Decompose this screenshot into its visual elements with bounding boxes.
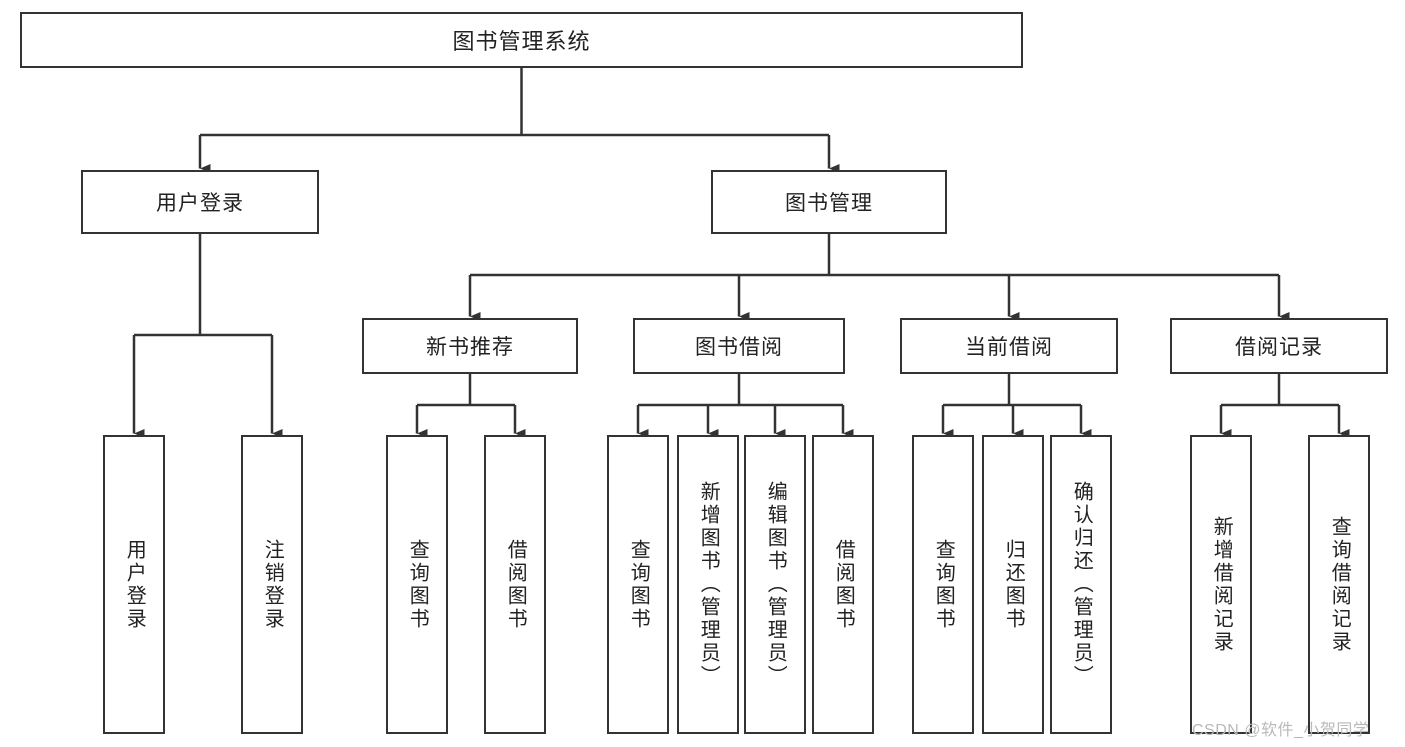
node-leaf-query-book-3[interactable]: 查询图书 xyxy=(912,435,974,734)
node-label: 查询图书 xyxy=(406,538,429,631)
node-label: 当前借阅 xyxy=(965,336,1053,359)
node-new-book-rec[interactable]: 新书推荐 xyxy=(362,318,578,374)
node-leaf-confirm-return[interactable]: 确认归还（管理员） xyxy=(1050,435,1112,734)
node-user-login[interactable]: 用户登录 xyxy=(81,170,319,234)
node-label: 图书管理系统 xyxy=(452,29,591,54)
node-leaf-query-record[interactable]: 查询借阅记录 xyxy=(1308,435,1370,734)
node-leaf-borrow-book-1[interactable]: 借阅图书 xyxy=(484,435,546,734)
node-label: 确认归还（管理员） xyxy=(1070,481,1093,688)
node-current-borrow[interactable]: 当前借阅 xyxy=(900,318,1118,374)
node-leaf-user-logout[interactable]: 注销登录 xyxy=(241,435,303,734)
node-label: 新增图书（管理员） xyxy=(697,481,720,688)
node-label: 查询借阅记录 xyxy=(1328,515,1351,654)
node-leaf-add-book[interactable]: 新增图书（管理员） xyxy=(677,435,739,734)
node-label: 编辑图书（管理员） xyxy=(764,481,787,688)
node-borrow-record[interactable]: 借阅记录 xyxy=(1170,318,1388,374)
node-label: 查询图书 xyxy=(932,538,955,631)
node-label: 图书借阅 xyxy=(695,336,783,359)
node-book-manage[interactable]: 图书管理 xyxy=(711,170,947,234)
node-leaf-query-book-1[interactable]: 查询图书 xyxy=(386,435,448,734)
node-label: 用户登录 xyxy=(123,538,146,631)
node-leaf-return-book[interactable]: 归还图书 xyxy=(982,435,1044,734)
node-label: 归还图书 xyxy=(1002,538,1025,631)
node-label: 借阅图书 xyxy=(504,538,527,631)
node-leaf-add-record[interactable]: 新增借阅记录 xyxy=(1190,435,1252,734)
node-label: 借阅图书 xyxy=(832,538,855,631)
csdn-watermark: CSDN @软件_小贺同学 xyxy=(1192,722,1370,739)
node-label: 新增借阅记录 xyxy=(1210,515,1233,654)
node-label: 用户登录 xyxy=(156,192,244,215)
node-label: 查询图书 xyxy=(627,538,650,631)
node-leaf-query-book-2[interactable]: 查询图书 xyxy=(607,435,669,734)
node-label: 图书管理 xyxy=(785,192,873,215)
node-leaf-borrow-book-2[interactable]: 借阅图书 xyxy=(812,435,874,734)
node-label: 借阅记录 xyxy=(1235,336,1323,359)
node-label: 注销登录 xyxy=(261,538,284,631)
node-label: 新书推荐 xyxy=(426,336,514,359)
node-leaf-edit-book[interactable]: 编辑图书（管理员） xyxy=(744,435,806,734)
node-root[interactable]: 图书管理系统 xyxy=(20,12,1023,68)
node-leaf-user-login[interactable]: 用户登录 xyxy=(103,435,165,734)
node-book-borrow[interactable]: 图书借阅 xyxy=(633,318,845,374)
